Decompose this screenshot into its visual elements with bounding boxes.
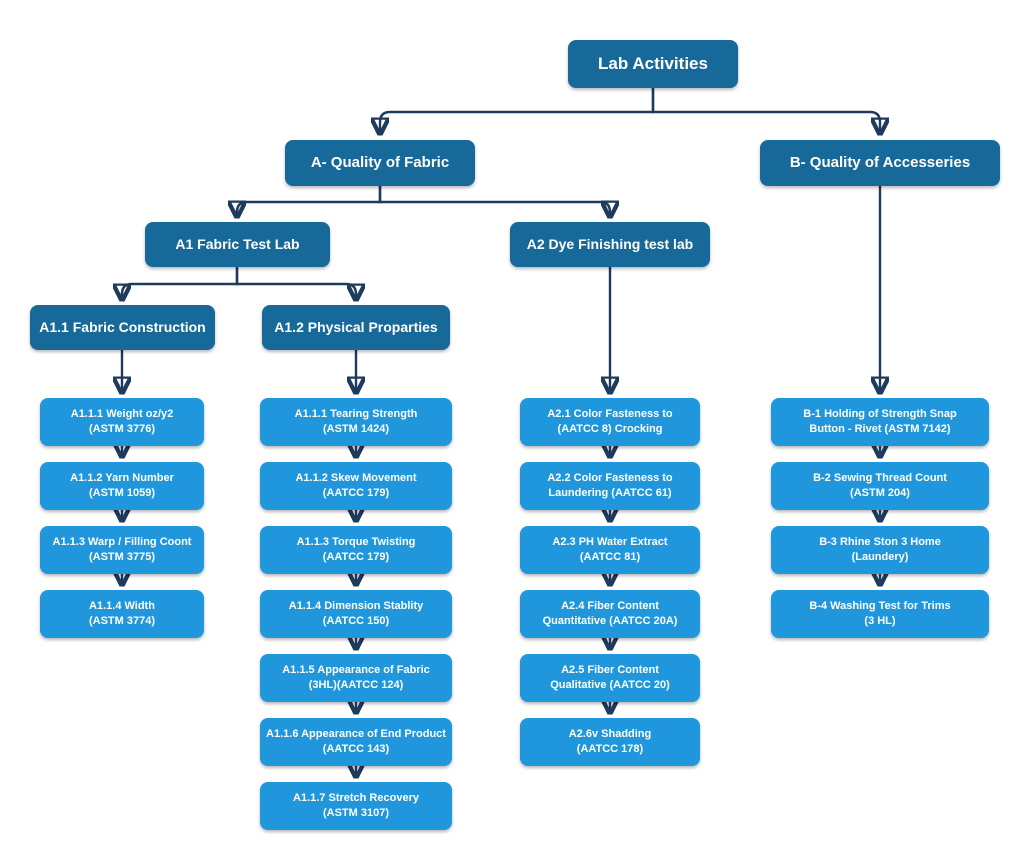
node-lab-activities: Lab Activities: [568, 40, 738, 88]
leaf-node: A2.6v Shadding (AATCC 178): [520, 718, 700, 766]
leaf-node: A2.1 Color Fasteness to (AATCC 8) Crocki…: [520, 398, 700, 446]
leaf-node: A1.1.1 Weight oz/y2 (ASTM 3776): [40, 398, 204, 446]
node-quality-of-fabric: A- Quality of Fabric: [285, 140, 475, 186]
node-a2-dye-finishing-lab: A2 Dye Finishing test lab: [510, 222, 710, 267]
leaf-node: A1.1.4 Width (ASTM 3774): [40, 590, 204, 638]
leaf-node: A1.1.1 Tearing Strength (ASTM 1424): [260, 398, 452, 446]
leaf-node: A2.2 Color Fasteness to Laundering (AATC…: [520, 462, 700, 510]
leaf-node: A1.1.6 Appearance of End Product (AATCC …: [260, 718, 452, 766]
node-a11-fabric-construction: A1.1 Fabric Construction: [30, 305, 215, 350]
node-a12-physical-properties: A1.2 Physical Proparties: [262, 305, 450, 350]
leaf-node: A1.1.2 Skew Movement (AATCC 179): [260, 462, 452, 510]
node-quality-of-accessories: B- Quality of Accesseries: [760, 140, 1000, 186]
leaf-node: A1.1.2 Yarn Number (ASTM 1059): [40, 462, 204, 510]
leaf-node: B-2 Sewing Thread Count (ASTM 204): [771, 462, 989, 510]
leaf-node: A1.1.5 Appearance of Fabric (3HL)(AATCC …: [260, 654, 452, 702]
leaf-node: A1.1.3 Warp / Filling Coont (ASTM 3775): [40, 526, 204, 574]
node-a1-fabric-test-lab: A1 Fabric Test Lab: [145, 222, 330, 267]
leaf-node: B-3 Rhine Ston 3 Home (Laundery): [771, 526, 989, 574]
leaf-node: A1.1.4 Dimension Stablity (AATCC 150): [260, 590, 452, 638]
leaf-node: A1.1.7 Stretch Recovery (ASTM 3107): [260, 782, 452, 830]
leaf-node: B-1 Holding of Strength Snap Button - Ri…: [771, 398, 989, 446]
leaf-node: A1.1.3 Torque Twisting (AATCC 179): [260, 526, 452, 574]
leaf-node: A2.5 Fiber Content Qualitative (AATCC 20…: [520, 654, 700, 702]
leaf-node: B-4 Washing Test for Trims (3 HL): [771, 590, 989, 638]
leaf-node: A2.3 PH Water Extract (AATCC 81): [520, 526, 700, 574]
leaf-node: A2.4 Fiber Content Quantitative (AATCC 2…: [520, 590, 700, 638]
